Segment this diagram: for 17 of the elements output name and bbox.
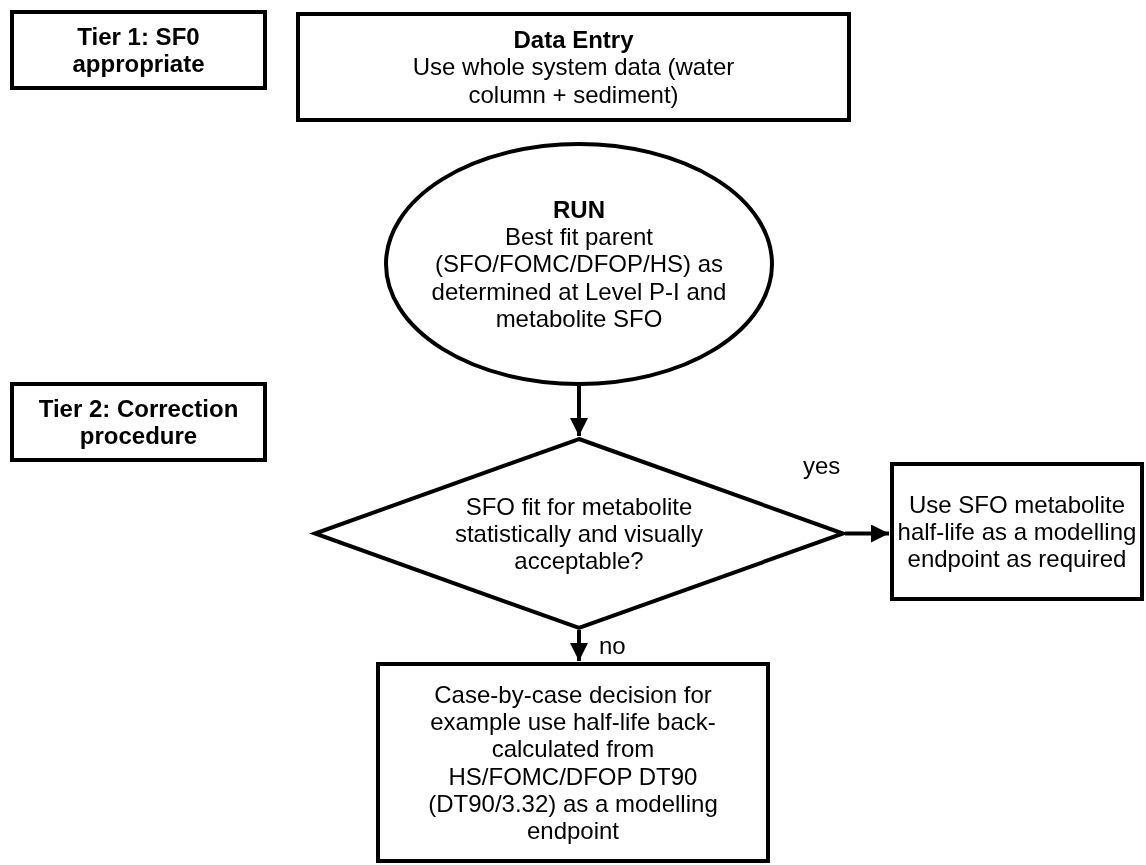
tier-box [10,10,267,90]
process-box [890,462,1144,601]
box-text: Tier 2: Correction procedure [37,394,240,450]
tier-box [10,382,267,462]
arrow [570,630,588,661]
box-text: Tier 1: SF0 appropriate [71,22,206,78]
box-heading: RUN [553,196,605,224]
process-box [376,662,770,863]
box-text: Best fit parent (SFO/FOMC/DFOP/HS) as determined at Level P-I and metabolite SFO [430,223,728,332]
box-text: Use whole system data (water column + sediment) [411,53,736,108]
box-text: SFO fit for metabolite statistically and visually acceptable? [453,492,705,575]
box-text: Use SFO metabolite half-life as a modelling endpoint as required [896,490,1138,573]
process-box [296,12,851,122]
box-heading: Data Entry [513,26,634,54]
box-text: Case-by-case decision for example use half-life back-calculated from HS/FOMC/DFOP DT90 (DT90/3.32) as a modelling endpoint [427,681,719,844]
arrow [570,386,588,436]
arrow [845,524,889,543]
